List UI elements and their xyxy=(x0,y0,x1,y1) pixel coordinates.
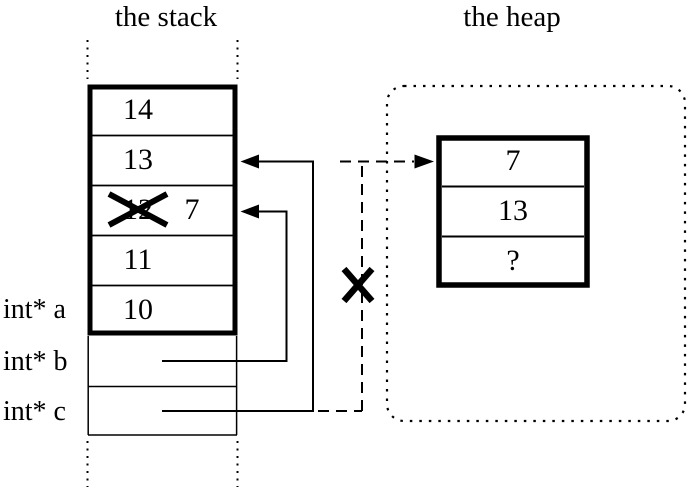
stack-pointer-rows xyxy=(87,336,238,436)
heap-frame xyxy=(436,135,590,288)
stack-cell-value-11: 11 xyxy=(123,243,153,276)
stack-cell-old-value-12: 12 xyxy=(123,193,153,226)
heap-title: the heap xyxy=(463,1,561,33)
heap-cell-value-7: 7 xyxy=(505,144,521,177)
stack-column-guides xyxy=(86,40,239,487)
pointer-label-b: int* b xyxy=(3,346,68,377)
stack-cell-dividers xyxy=(92,134,233,287)
stack-cell-value-10: 10 xyxy=(123,293,153,326)
dangling-pointer-arrowhead xyxy=(414,154,434,169)
stack-cell-value-13: 13 xyxy=(123,143,153,176)
heap-cell-value-13: 13 xyxy=(498,194,528,227)
overwritten-value-x-icon xyxy=(107,191,169,228)
stack-frame xyxy=(87,84,238,336)
dangling-pointer-arrow xyxy=(318,154,434,412)
stack-cell-value-14: 14 xyxy=(123,93,153,126)
pointer-label-c: int* c xyxy=(3,396,66,427)
pointer-label-a: int* a xyxy=(3,294,66,325)
heap-cell-value-q: ? xyxy=(506,244,520,277)
pointer-c-arrow xyxy=(162,154,314,412)
stack-title: the stack xyxy=(114,1,218,33)
stack-cell-new-value-7: 7 xyxy=(184,193,200,226)
invalidated-pointer-x-icon xyxy=(341,266,375,304)
pointer-c-arrowhead xyxy=(240,154,259,169)
pointer-b-arrow xyxy=(162,204,288,362)
pointer-b-arrowhead xyxy=(240,204,259,219)
heap-cell-dividers xyxy=(442,185,584,238)
